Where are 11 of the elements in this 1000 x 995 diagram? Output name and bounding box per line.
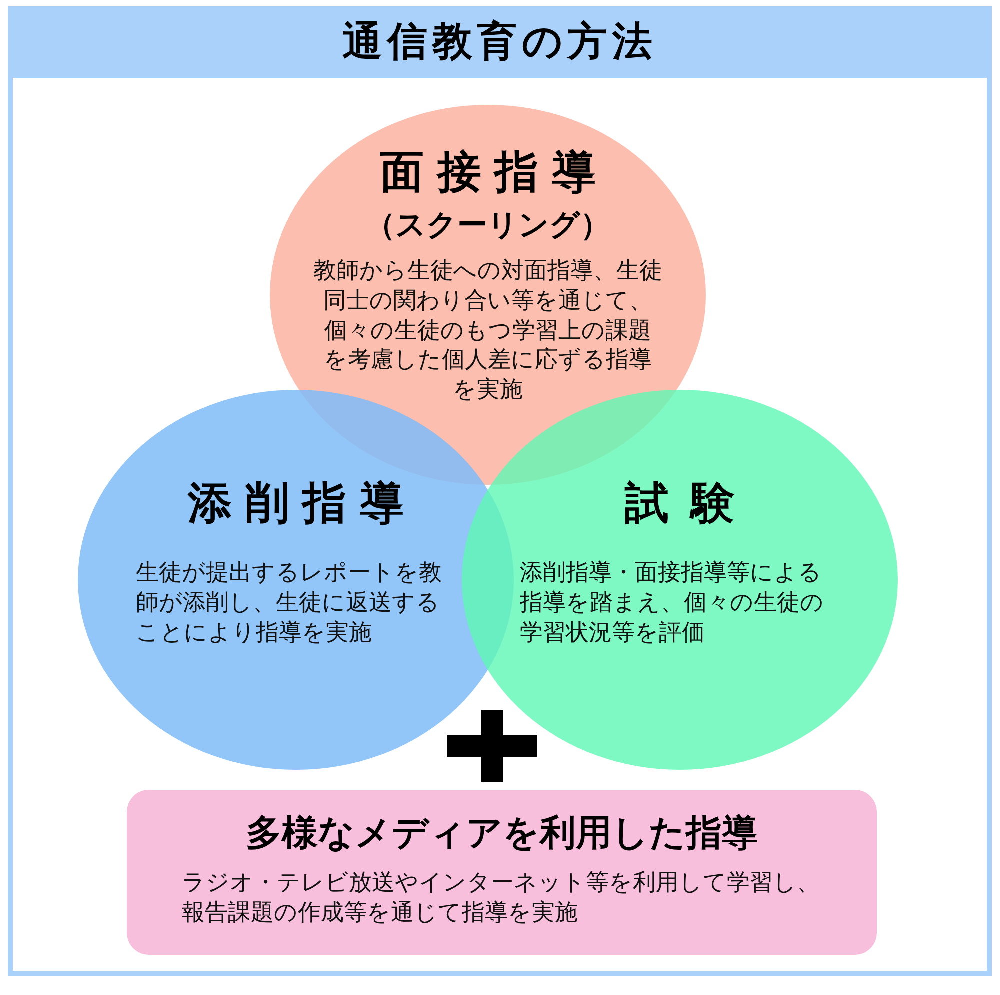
media-panel xyxy=(127,790,877,955)
circle-subheading: （スクーリング） xyxy=(366,206,610,245)
circle-description: 添削指導・面接指導等による指導を踏まえ、個々の生徒の学習状況等を評価 xyxy=(520,558,825,648)
panel-description: ラジオ・テレビ放送やインターネット等を利用して学習し、報告課題の作成等を通じて指導を実施 xyxy=(182,869,821,928)
circle-heading: 試験 xyxy=(624,478,757,531)
circle-description: 生徒が提出するレポートを教師が添削し、生徒に返送することにより指導を実施 xyxy=(136,558,443,648)
panel-heading: 多様なメディアを利用した指導 xyxy=(246,812,758,856)
title: 通信教育の方法 xyxy=(342,18,658,67)
circle-description: 教師から生徒への対面指導、生徒同士の関わり合い等を通じて、個々の生徒のもつ学習上の課題を考慮した個人差に応ずる指導を実施 xyxy=(313,256,663,406)
circle-heading: 添削指導 xyxy=(186,478,417,531)
circle-heading: 面接指導 xyxy=(379,147,609,200)
